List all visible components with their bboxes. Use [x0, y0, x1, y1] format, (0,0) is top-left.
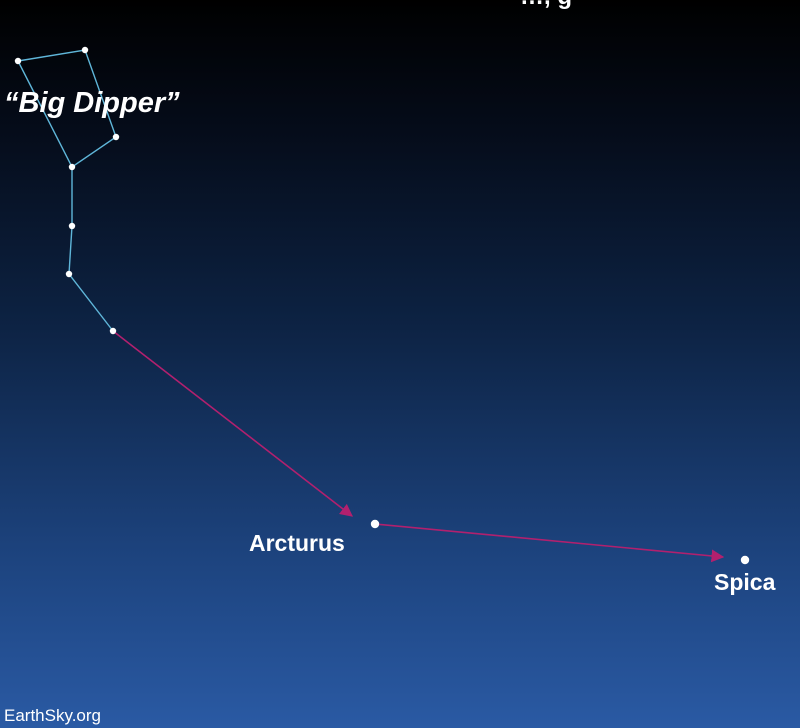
arc-to-arcturus-arrow: [112, 330, 354, 517]
top-fragment-label: …, g: [520, 0, 572, 10]
dipper-star-6: [65, 270, 73, 278]
arcturus-star: [370, 519, 380, 529]
stars-group: [14, 46, 750, 565]
arcturus-label: Arcturus: [249, 530, 345, 556]
spica-label: Spica: [714, 569, 776, 595]
dipper-star-4: [68, 163, 76, 171]
dipper-star-1: [14, 57, 22, 65]
earthsky-credit: EarthSky.org: [4, 706, 101, 725]
speed-on-to-spica-arrow: [374, 523, 725, 563]
big-dipper-handle: [68, 167, 114, 332]
dipper-star-5: [68, 222, 76, 230]
dipper-star-2: [81, 46, 89, 54]
big-dipper-label: “Big Dipper”: [4, 87, 180, 119]
dipper-star-7: [109, 327, 117, 335]
spica-star: [740, 555, 750, 565]
dipper-star-3: [112, 133, 120, 141]
